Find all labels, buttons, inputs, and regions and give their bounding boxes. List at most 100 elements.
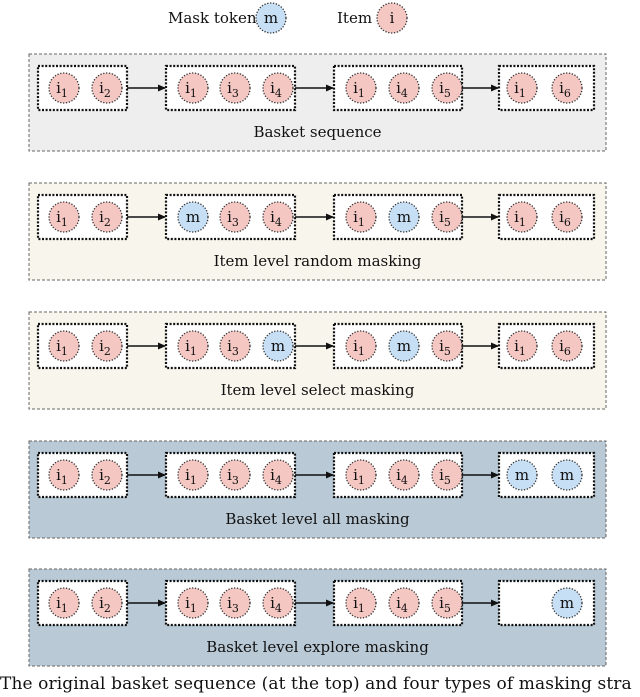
item-symbol: i4 xyxy=(270,208,282,229)
basket-frame xyxy=(497,64,596,112)
item-token: i1 xyxy=(345,587,377,619)
mask-token: m xyxy=(551,587,583,619)
legend-item-label: Item xyxy=(337,9,372,27)
item-symbol: i4 xyxy=(396,594,408,615)
basket: i1 i2 xyxy=(36,193,129,241)
mask-token: m xyxy=(506,459,538,491)
item-token: i2 xyxy=(91,459,123,491)
mask-token: m xyxy=(388,330,420,362)
legend-mask-token: m xyxy=(255,2,287,34)
basket: i1 i3 i4 xyxy=(164,451,297,499)
basket: i1 i2 xyxy=(36,451,129,499)
legend-item: i xyxy=(376,2,408,34)
item-token: i1 xyxy=(345,330,377,362)
basket: i1 i6 xyxy=(497,322,596,370)
basket: i1 i4 i5 xyxy=(332,451,464,499)
item-token: i5 xyxy=(431,201,463,233)
item-token: i3 xyxy=(219,587,251,619)
item-symbol: i1 xyxy=(353,466,365,487)
item-symbol: i1 xyxy=(185,337,197,358)
mask-token: m xyxy=(262,330,294,362)
item-symbol: i4 xyxy=(270,594,282,615)
item-token: i4 xyxy=(388,459,420,491)
item-symbol: i4 xyxy=(270,466,282,487)
item-symbol: i1 xyxy=(185,79,197,100)
item-symbol: i2 xyxy=(99,208,111,229)
item-token: i5 xyxy=(431,330,463,362)
mask-symbol: m xyxy=(515,466,529,484)
item-symbol: i5 xyxy=(439,466,451,487)
item-symbol: i1 xyxy=(185,466,197,487)
basket: i1 i2 xyxy=(36,322,129,370)
item-token: i1 xyxy=(48,587,80,619)
item-token: i1 xyxy=(506,72,538,104)
item-token: i1 xyxy=(48,330,80,362)
item-token: i1 xyxy=(177,459,209,491)
item-symbol: i1 xyxy=(185,594,197,615)
item-symbol: i3 xyxy=(227,337,239,358)
basket: i1 i2 xyxy=(36,64,129,112)
mask-symbol: m xyxy=(560,466,574,484)
figure-caption: The original basket sequence (at the top… xyxy=(0,674,632,694)
item-symbol: i1 xyxy=(56,208,68,229)
item-token: i1 xyxy=(48,459,80,491)
item-token: i4 xyxy=(262,459,294,491)
item-token: i1 xyxy=(345,459,377,491)
item-token: i1 xyxy=(48,201,80,233)
item-token: i6 xyxy=(551,201,583,233)
item-token: i4 xyxy=(388,587,420,619)
mask-symbol: m xyxy=(560,594,574,612)
panel-label: Basket sequence xyxy=(253,123,381,141)
item-token: i4 xyxy=(388,72,420,104)
panel-label: Basket level all masking xyxy=(225,510,410,528)
basket: i1 i3 m xyxy=(164,322,297,370)
item-token: i2 xyxy=(91,201,123,233)
legend-mask-symbol: m xyxy=(264,9,278,27)
item-symbol: i2 xyxy=(99,337,111,358)
item-symbol: i4 xyxy=(396,79,408,100)
basket: m i3 i4 xyxy=(164,193,297,241)
item-symbol: i3 xyxy=(227,208,239,229)
item-symbol: i1 xyxy=(56,79,68,100)
item-symbol: i2 xyxy=(99,79,111,100)
legend: Mask token m Item i xyxy=(168,2,408,34)
item-symbol: i1 xyxy=(56,337,68,358)
item-token: i3 xyxy=(219,459,251,491)
basket: i1 m i5 xyxy=(332,193,464,241)
item-token: i3 xyxy=(219,201,251,233)
item-token: i4 xyxy=(262,72,294,104)
legend-item-symbol: i xyxy=(390,9,395,27)
panel-label: Item level select masking xyxy=(221,381,415,399)
item-token: i2 xyxy=(91,587,123,619)
item-symbol: i6 xyxy=(559,79,571,100)
item-symbol: i3 xyxy=(227,466,239,487)
item-token: i1 xyxy=(345,201,377,233)
basket: i1 i2 xyxy=(36,579,129,627)
basket: i1 i6 xyxy=(497,64,596,112)
item-symbol: i6 xyxy=(559,337,571,358)
mask-token: m xyxy=(388,201,420,233)
item-token: i2 xyxy=(91,72,123,104)
item-symbol: i1 xyxy=(56,594,68,615)
item-symbol: i4 xyxy=(396,466,408,487)
item-token: i1 xyxy=(506,330,538,362)
item-symbol: i1 xyxy=(353,208,365,229)
item-token: i5 xyxy=(431,587,463,619)
item-symbol: i5 xyxy=(439,594,451,615)
item-token: i5 xyxy=(431,459,463,491)
item-symbol: i5 xyxy=(439,208,451,229)
mask-token: m xyxy=(177,201,209,233)
item-token: i1 xyxy=(177,72,209,104)
item-symbol: i6 xyxy=(559,208,571,229)
mask-symbol: m xyxy=(271,337,285,355)
basket: i1 m i5 xyxy=(332,322,464,370)
item-symbol: i1 xyxy=(353,594,365,615)
